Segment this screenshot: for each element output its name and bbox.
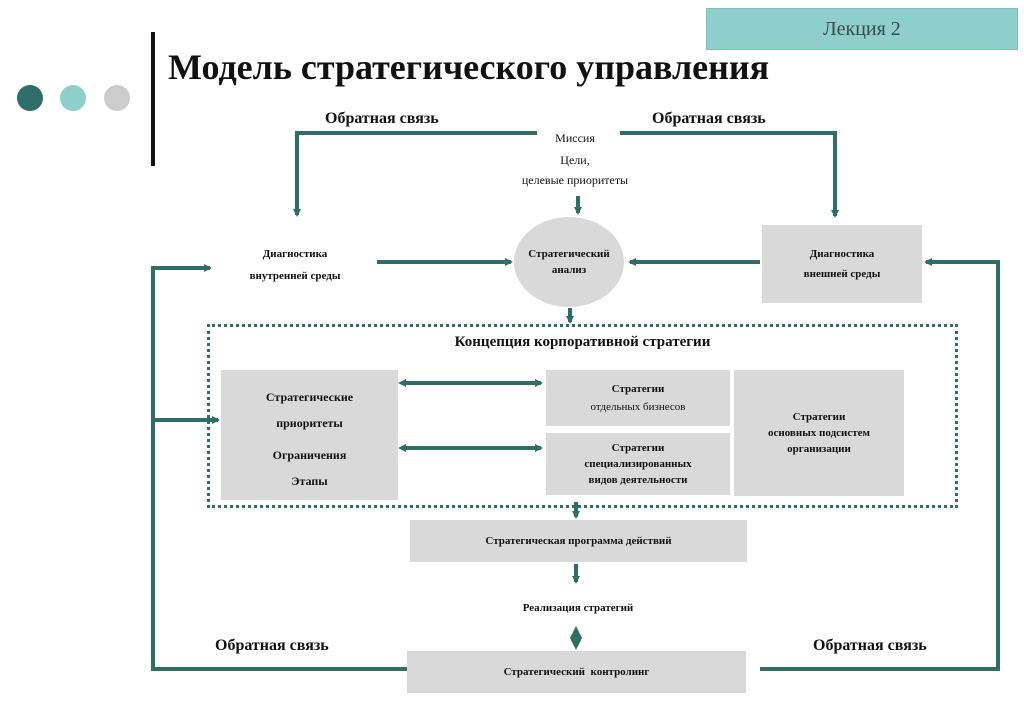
- decor-dot-2: [60, 85, 86, 111]
- priorities-line-4: Этапы: [291, 474, 328, 488]
- internal-diag-line-2: внутренней среды: [249, 270, 341, 282]
- business-line-2: отдельных бизнесов: [590, 401, 686, 413]
- controlling-label: Стратегический контролинг: [503, 666, 650, 678]
- priorities-line-1: Стратегические: [265, 390, 354, 404]
- feedback-label-top-right: Обратная связь: [652, 110, 766, 127]
- strategic-program-box: Стратегическая программа действий: [410, 520, 747, 562]
- feedback-loop-left: [151, 264, 407, 671]
- business-line-1: Стратегии: [611, 383, 665, 395]
- subsystems-line-3: организации: [787, 443, 851, 455]
- specialized-strategies-box: Стратегии специализированных видов деяте…: [546, 433, 730, 495]
- specialized-line-1: Стратегии: [611, 442, 665, 454]
- strategic-priorities-box: Стратегические приоритеты Ограничения Эт…: [221, 370, 398, 500]
- subsystems-line-1: Стратегии: [792, 411, 846, 423]
- business-strategies-box: Стратегии отдельных бизнесов: [546, 370, 730, 426]
- title-divider: [151, 32, 155, 166]
- decor-dot-3: [104, 85, 130, 111]
- feedback-arrow-top-right: [620, 131, 839, 218]
- decor-dot-1: [17, 85, 43, 111]
- concept-title: Концепция корпоративной стратегии: [454, 334, 711, 350]
- internal-diag-line-1: Диагностика: [262, 248, 328, 260]
- lecture-label: Лекция 2: [706, 8, 1018, 50]
- subsystems-line-2: основных подсистем: [767, 427, 871, 439]
- feedback-arrow-top-left: [293, 131, 537, 217]
- program-label: Стратегическая программа действий: [485, 535, 672, 547]
- mission-block: Миссия Цели, целевые приоритеты: [490, 128, 660, 190]
- feedback-label-bottom-right: Обратная связь: [813, 637, 927, 654]
- external-diag-line-1: Диагностика: [809, 248, 875, 260]
- priorities-line-2: приоритеты: [276, 416, 343, 430]
- corporate-strategy-frame: [207, 324, 958, 508]
- specialized-line-3: видов деятельности: [588, 474, 688, 486]
- strategic-controlling-box: Стратегический контролинг: [407, 651, 746, 693]
- priorities-line-3: Ограничения: [272, 448, 347, 462]
- feedback-label-bottom-left: Обратная связь: [215, 637, 329, 654]
- internal-diagnostics: Диагностика внутренней среды: [225, 243, 365, 287]
- mission-line-2: Цели,: [560, 153, 590, 167]
- external-diag-line-2: внешней среды: [803, 268, 881, 280]
- mission-line-3: целевые приоритеты: [521, 173, 629, 187]
- specialized-line-2: специализированных: [584, 458, 692, 470]
- implementation-controlling-diamond: [570, 626, 582, 650]
- feedback-loop-right: [760, 258, 1000, 671]
- external-diagnostics-box: Диагностика внешней среды: [762, 225, 922, 303]
- mission-line-1: Миссия: [555, 131, 595, 145]
- implementation-label: Реализация стратегий: [522, 602, 634, 614]
- subsystems-strategies-box: Стратегии основных подсистем организации: [734, 370, 904, 496]
- analysis-line-2: анализ: [551, 264, 587, 276]
- analysis-line-1: Стратегический: [528, 248, 610, 260]
- page-title: Модель стратегического управления: [168, 47, 770, 87]
- strategic-analysis-ellipse: Стратегический анализ: [514, 217, 624, 307]
- feedback-label-top-left: Обратная связь: [325, 110, 439, 127]
